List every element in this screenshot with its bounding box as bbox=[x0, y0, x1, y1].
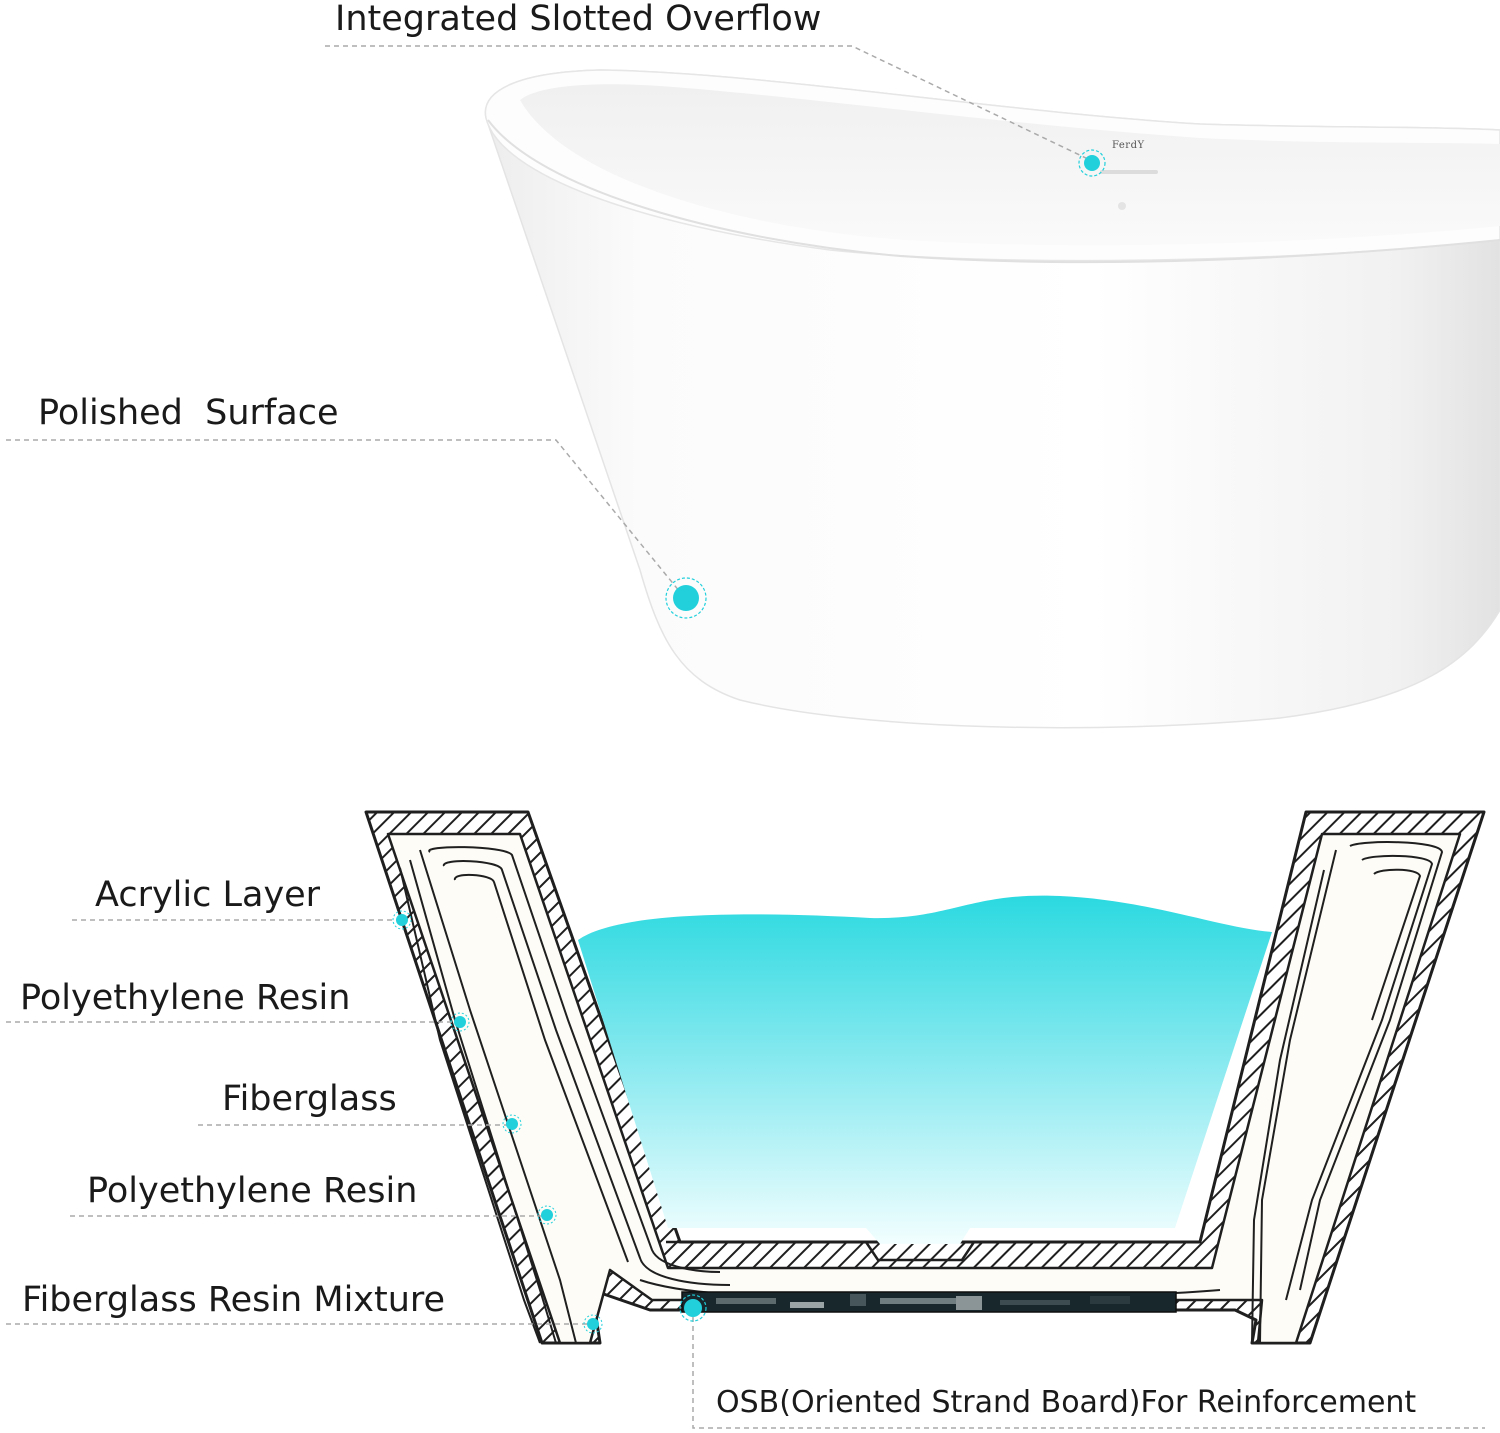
surface-marker-ring bbox=[665, 577, 707, 619]
fiberglass-resin-mixture-label: Fiberglass Resin Mixture bbox=[22, 1280, 446, 1320]
surface-marker-dot bbox=[673, 585, 699, 611]
osb-leader bbox=[692, 1308, 1485, 1429]
top-markers bbox=[665, 149, 1106, 619]
cross-section-diagram bbox=[364, 810, 1486, 1345]
osb-marker bbox=[684, 1299, 702, 1317]
overflow-marker-dot bbox=[1084, 155, 1100, 171]
surface-label: Polished Surface bbox=[38, 393, 339, 433]
overflow-label: Integrated Slotted Overflow bbox=[335, 0, 822, 39]
brand-logo: FerdY bbox=[1112, 140, 1145, 151]
overflow-marker-ring bbox=[1078, 149, 1106, 177]
overflow-leader bbox=[325, 45, 1091, 161]
bathtub-illustration bbox=[484, 69, 1500, 729]
polyethylene-resin-label-2: Polyethylene Resin bbox=[87, 1171, 418, 1211]
inner-shell-bottom bbox=[666, 1240, 1198, 1262]
surface-leader bbox=[6, 439, 681, 593]
top-leader-lines bbox=[6, 45, 1091, 593]
layer-markers bbox=[392, 910, 707, 1334]
osb-strand bbox=[716, 1298, 776, 1304]
acrylic-layer-label: Acrylic Layer bbox=[95, 875, 321, 915]
mixture-marker bbox=[587, 1318, 599, 1330]
osb-strand bbox=[956, 1296, 982, 1310]
layer-leader-lines bbox=[6, 919, 1485, 1429]
polyethylene-2-marker bbox=[541, 1209, 553, 1221]
osb-strand bbox=[1090, 1296, 1130, 1304]
osb-strand bbox=[850, 1294, 866, 1306]
acrylic-marker bbox=[396, 914, 408, 926]
polyethylene-1-marker bbox=[454, 1016, 466, 1028]
polyethylene-resin-label-1: Polyethylene Resin bbox=[20, 978, 351, 1018]
rim-edge-line bbox=[487, 119, 1500, 264]
osb-label: OSB(Oriented Strand Board)For Reinforcem… bbox=[716, 1385, 1417, 1420]
osb-strand bbox=[1000, 1300, 1070, 1305]
overflow-slot bbox=[1100, 170, 1158, 174]
osb-strand bbox=[880, 1298, 956, 1304]
fiberglass-label: Fiberglass bbox=[222, 1079, 397, 1119]
tub-inner-basin bbox=[520, 84, 1500, 246]
fiberglass-marker bbox=[506, 1118, 518, 1130]
drain-icon bbox=[1118, 202, 1126, 210]
water-fill bbox=[578, 895, 1272, 1244]
osb-strand bbox=[790, 1302, 824, 1308]
